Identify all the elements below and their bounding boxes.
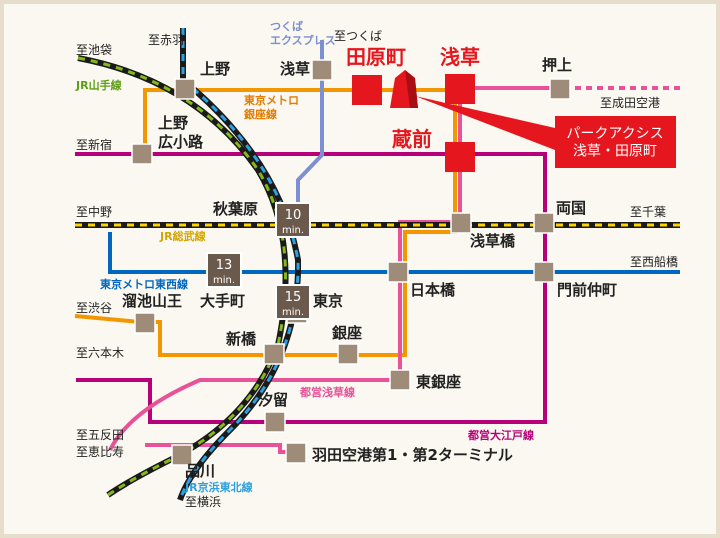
station-marker-haneda[interactable] (285, 442, 307, 464)
station-marker-shinbashi[interactable] (263, 343, 285, 365)
direction-narita: 至成田空港 (600, 96, 660, 110)
property-callout-label: パークアクシス浅草・田原町 (566, 126, 663, 160)
direction-akabane: 至赤羽 (148, 33, 184, 47)
line-label-tozai: 東京メトロ東西線 (100, 277, 188, 291)
svg-text:10: 10 (285, 208, 302, 223)
direction-roppongi: 至六本木 (76, 346, 124, 360)
station-label-ueno: 上野 (200, 60, 230, 78)
line-label-ginza: 東京メトロ銀座線 (244, 93, 299, 121)
station-label-shiodome: 汐留 (258, 391, 288, 409)
property-callout-box (555, 116, 676, 168)
line-label-asakusa: 都営浅草線 (299, 385, 355, 399)
direction-tsukuba: 至つくば (334, 29, 382, 43)
station-label-ueno-hirokoji: 上野広小路 (158, 114, 204, 151)
time-badge-akihabara: 10 min. (275, 202, 311, 238)
direction-chiba: 至千葉 (630, 205, 666, 219)
station-marker-shiodome[interactable] (264, 411, 286, 433)
direction-yokohama: 至横浜 (185, 495, 221, 509)
station-label-tameike: 溜池山王 (122, 292, 182, 310)
station-label-haneda: 羽田空港第1・第2ターミナル (312, 446, 513, 464)
station-label-higashi-ginza: 東銀座 (416, 373, 461, 391)
direction-gotanda: 至五反田 (76, 428, 124, 442)
station-marker-ginza[interactable] (337, 343, 359, 365)
station-marker-monzen[interactable] (533, 261, 555, 283)
route-map-canvas: パークアクシス浅草・田原町 10 min. 13 min. 15 min. 上野… (74, 19, 680, 509)
direction-ikebukuro: 至池袋 (76, 43, 112, 57)
station-marker-higashi-ginza[interactable] (389, 369, 411, 391)
direction-shinjuku: 至新宿 (76, 137, 112, 152)
station-marker-kuramae[interactable] (445, 142, 475, 172)
station-label-oshiage: 押上 (542, 56, 572, 74)
property-callout-pointer (415, 96, 555, 150)
station-label-asakusa: 浅草 (440, 45, 480, 69)
station-label-ryogoku: 両国 (556, 199, 586, 217)
station-label-asakusabashi: 浅草橋 (470, 232, 516, 250)
station-label-tokyo: 東京 (313, 292, 343, 310)
time-badge-tokyo: 15 min. (275, 284, 311, 320)
svg-text:15: 15 (285, 290, 302, 305)
line-label-keihin: JR京浜東北線 (184, 480, 253, 494)
line-tsukuba (296, 40, 324, 210)
station-label-monzen: 門前仲町 (557, 281, 617, 299)
station-marker-nihonbashi[interactable] (387, 261, 409, 283)
direction-ebisu: 至恵比寿 (76, 445, 124, 459)
station-label-ginza: 銀座 (332, 324, 362, 342)
svg-text:min.: min. (282, 225, 304, 236)
time-badge-otemachi: 13 min. (206, 252, 242, 288)
station-label-shinbashi: 新橋 (226, 330, 257, 348)
station-marker-ryogoku[interactable] (533, 212, 555, 234)
line-label-sobu: JR総武線 (159, 229, 206, 243)
line-label-tsukuba: つくばエクスプレス (270, 19, 336, 47)
line-tozai (108, 232, 680, 274)
station-marker-shinagawa[interactable] (171, 444, 193, 466)
station-marker-asakusabashi[interactable] (450, 212, 472, 234)
station-marker-asakusa-tx[interactable] (311, 59, 333, 81)
station-marker-oshiage[interactable] (549, 78, 571, 100)
station-label-akihabara: 秋葉原 (213, 200, 258, 218)
direction-funabashi: 至西船橋 (630, 255, 678, 269)
svg-text:min.: min. (213, 275, 235, 286)
station-label-otemachi: 大手町 (200, 292, 245, 310)
station-label-asakusa-tx: 浅草 (280, 60, 310, 78)
station-label-shinagawa: 品川 (185, 462, 215, 480)
station-label-kuramae: 蔵前 (392, 127, 432, 151)
station-marker-asakusa[interactable] (445, 74, 475, 104)
station-marker-tawaramachi[interactable] (352, 75, 382, 105)
station-marker-ueno-hirokoji[interactable] (131, 143, 153, 165)
svg-text:13: 13 (216, 258, 233, 273)
direction-nakano: 至中野 (76, 204, 112, 219)
line-label-yamanote: JR山手線 (75, 78, 122, 92)
station-label-nihonbashi: 日本橋 (410, 281, 456, 299)
direction-shibuya: 至渋谷 (76, 301, 112, 315)
station-marker-ueno[interactable] (174, 78, 196, 100)
station-label-tawaramachi: 田原町 (346, 45, 406, 69)
property-building-icon (390, 70, 418, 108)
svg-text:min.: min. (282, 307, 304, 318)
line-label-oedo: 都営大江戸線 (467, 428, 534, 442)
station-marker-tameike[interactable] (134, 312, 156, 334)
